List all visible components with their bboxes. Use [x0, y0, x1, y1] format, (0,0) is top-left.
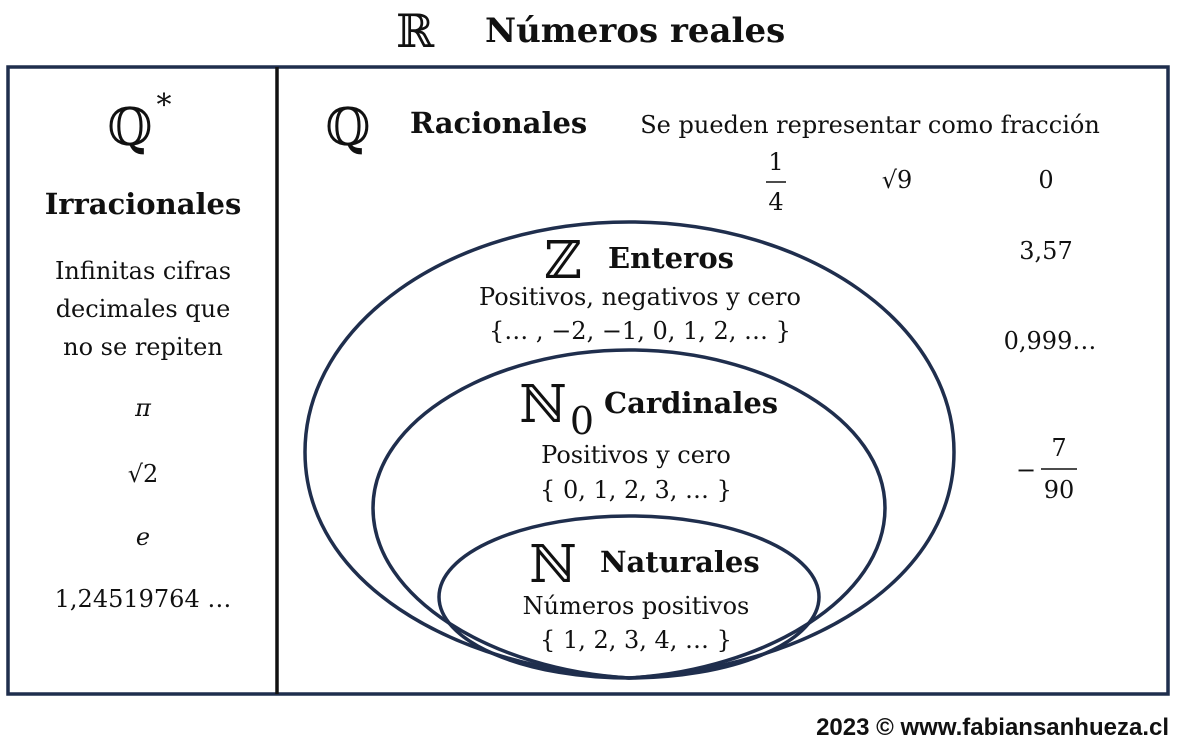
rational-name: Racionales — [410, 106, 587, 140]
irrational-desc-line-2: decimales que — [56, 295, 231, 323]
rational-example-decimal-2: 0,999… — [1004, 327, 1097, 355]
naturals-set: { 1, 2, 3, 4, … } — [540, 626, 732, 654]
cardinals-symbol: ℕ — [519, 375, 567, 435]
irrational-symbol: ℚ — [107, 98, 152, 158]
irrational-desc-line-1: Infinitas cifras — [55, 257, 231, 285]
rational-example-sqrt9: √9 — [882, 166, 913, 194]
integers-symbol: ℤ — [544, 231, 582, 291]
irrational-desc-line-3: no se repiten — [63, 333, 223, 361]
integers-desc: Positivos, negativos y cero — [479, 283, 801, 311]
rational-symbol: ℚ — [325, 98, 370, 158]
cardinals-name: Cardinales — [604, 386, 778, 420]
footer-credit: 2023 © www.fabiansanhueza.cl — [816, 714, 1169, 741]
rational-example-zero: 0 — [1038, 166, 1053, 194]
rational-desc: Se pueden representar como fracción — [640, 111, 1100, 139]
irrational-example-sqrt2: √2 — [128, 460, 159, 488]
naturals-name: Naturales — [600, 545, 760, 579]
irrational-example-decimal: 1,24519764 … — [55, 585, 232, 613]
reals-symbol: ℝ — [396, 4, 435, 58]
reals-frame — [6, 65, 1170, 696]
irrational-example-e: e — [136, 523, 150, 551]
fraction-2-numerator: 7 — [1051, 434, 1066, 462]
cardinals-desc: Positivos y cero — [541, 441, 731, 469]
irrational-symbol-sup: * — [157, 88, 172, 123]
page-title: Números reales — [485, 11, 785, 51]
naturals-desc: Números positivos — [523, 592, 750, 620]
fraction-1-numerator: 1 — [768, 148, 783, 176]
fraction-2-denominator: 90 — [1044, 476, 1075, 504]
fraction-1-denominator: 4 — [768, 188, 783, 216]
integers-set: {… , −2, −1, 0, 1, 2, … } — [489, 317, 791, 345]
cardinals-subscript: 0 — [570, 399, 594, 443]
irrational-name: Irracionales — [45, 187, 242, 221]
integers-name: Enteros — [608, 241, 734, 275]
rational-example-decimal-1: 3,57 — [1019, 237, 1072, 265]
irrational-example-pi: π — [134, 394, 152, 422]
naturals-ellipse — [437, 514, 821, 680]
fraction-2-sign: − — [1016, 456, 1036, 484]
cardinals-set: { 0, 1, 2, 3, … } — [540, 476, 732, 504]
naturals-symbol: ℕ — [529, 535, 577, 595]
